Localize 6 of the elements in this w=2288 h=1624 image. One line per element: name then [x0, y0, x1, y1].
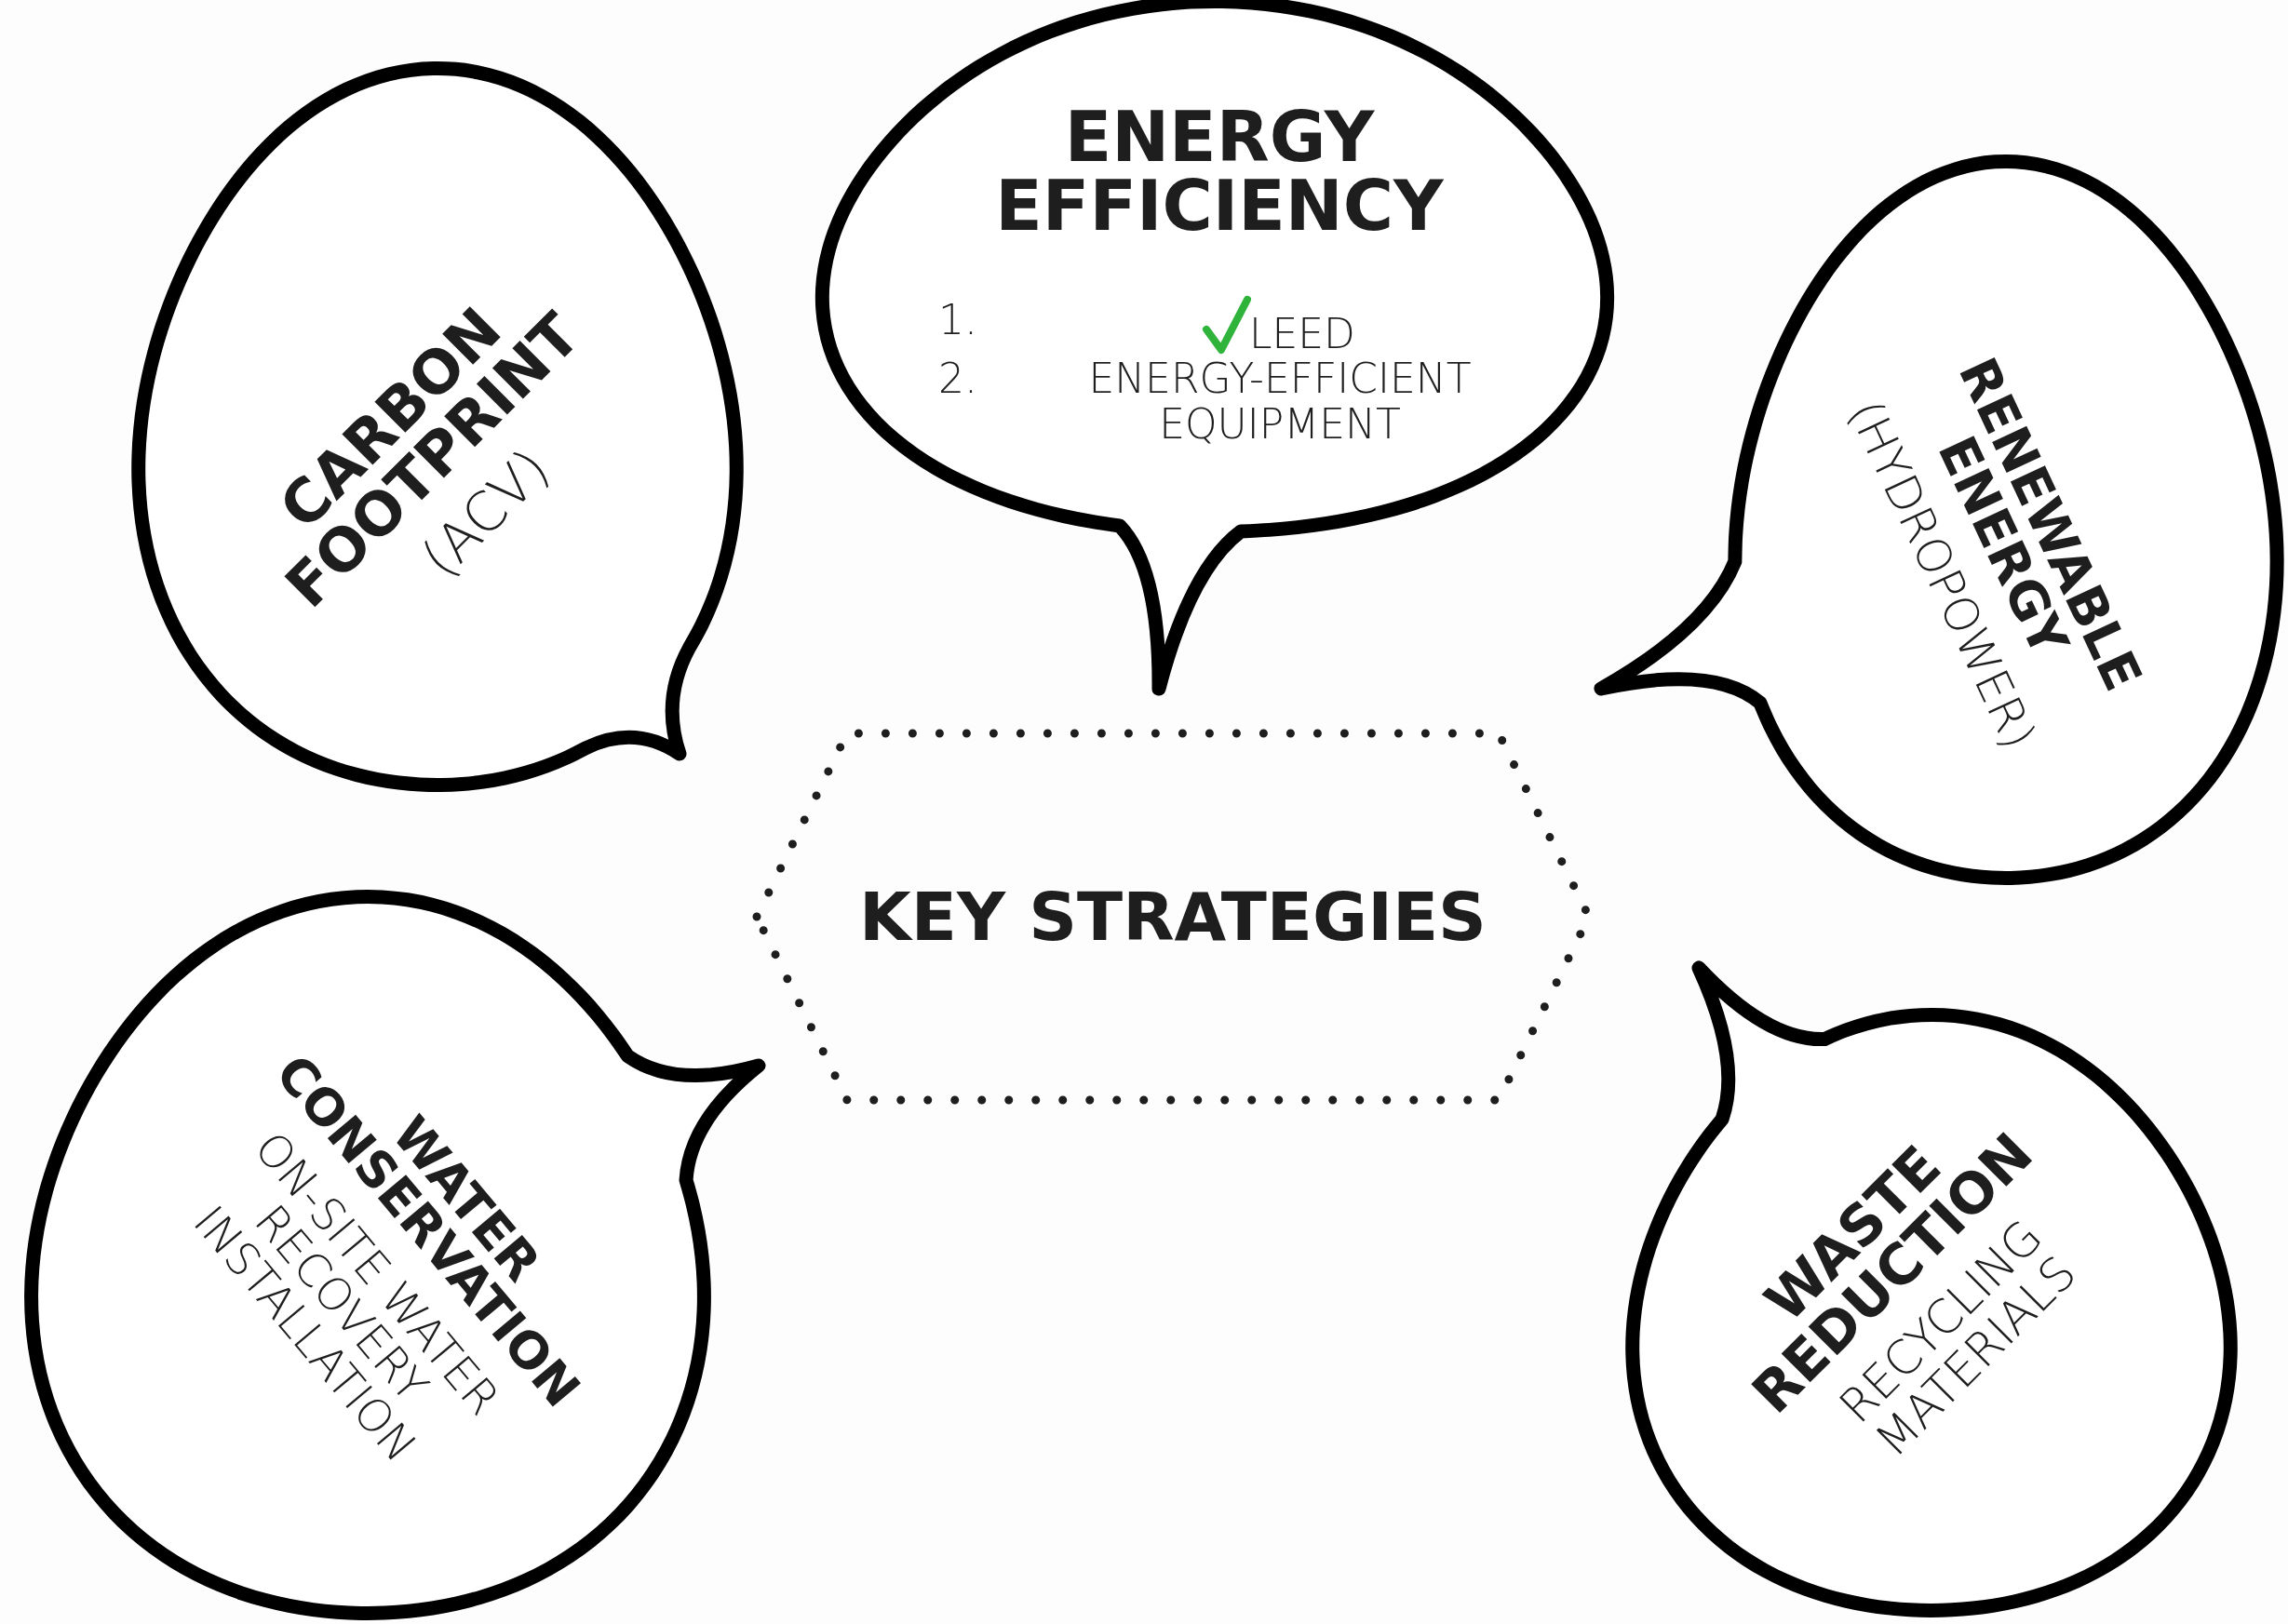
heading: KEY STRATEGIES: [859, 883, 1487, 950]
list-item: LEED: [1249, 309, 1355, 357]
list-item: ENERGY-EFFICIENT EQUIPMENT: [1088, 355, 1472, 448]
heading: ENERGY EFFICIENCY: [994, 101, 1445, 240]
list-number: 2.: [937, 356, 977, 405]
list-number: 1.: [937, 297, 977, 345]
